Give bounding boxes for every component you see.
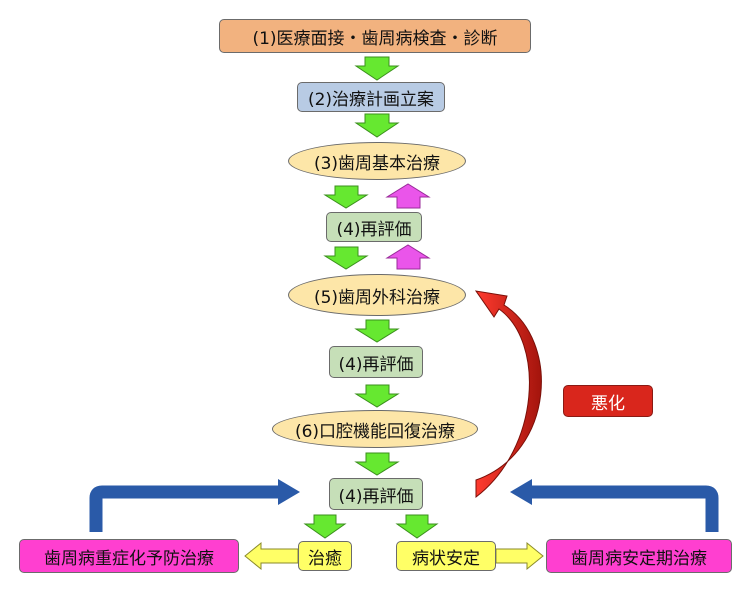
spt-prevent-severity: 歯周病重症化予防治療 xyxy=(19,539,239,573)
worsen-curved-arrow xyxy=(474,290,542,499)
step-3-basic-therapy: (3)歯周基本治療 xyxy=(288,142,466,180)
spt-stable-phase: 歯周病安定期治療 xyxy=(546,539,732,573)
down-arrow-stable xyxy=(395,514,439,539)
return-line-right xyxy=(530,485,719,532)
step-4-reevaluation-1: (4)再評価 xyxy=(326,212,422,242)
outcome-cure: 治癒 xyxy=(298,541,352,571)
return-line-left xyxy=(89,485,280,532)
down-arrow-3 xyxy=(323,185,369,209)
up-arrow-1 xyxy=(385,183,431,209)
step-6-oral-function-restoration: (6)口腔機能回復治療 xyxy=(272,410,478,448)
down-arrow-7 xyxy=(354,452,400,476)
down-arrow-5 xyxy=(354,319,400,343)
step-2-treatment-plan: (2)治療計画立案 xyxy=(297,82,445,112)
return-arrowhead-right xyxy=(510,479,532,505)
down-arrow-4 xyxy=(323,246,369,270)
step-4-reevaluation-2: (4)再評価 xyxy=(329,346,423,378)
arrow-to-prevent xyxy=(244,541,299,571)
down-arrow-cure xyxy=(303,514,347,539)
outcome-worsen: 悪化 xyxy=(563,385,653,417)
step-1-diagnosis: (1)医療面接・歯周病検査・診断 xyxy=(219,19,531,53)
return-arrowhead-left xyxy=(278,479,300,505)
step-4-reevaluation-3: (4)再評価 xyxy=(329,478,423,510)
down-arrow-1 xyxy=(354,56,400,81)
down-arrow-2 xyxy=(354,113,400,138)
outcome-stable: 病状安定 xyxy=(396,541,496,571)
arrow-to-stable-spt xyxy=(495,541,544,571)
step-5-surgery: (5)歯周外科治療 xyxy=(288,274,466,316)
down-arrow-6 xyxy=(354,384,400,408)
up-arrow-2 xyxy=(385,244,431,270)
